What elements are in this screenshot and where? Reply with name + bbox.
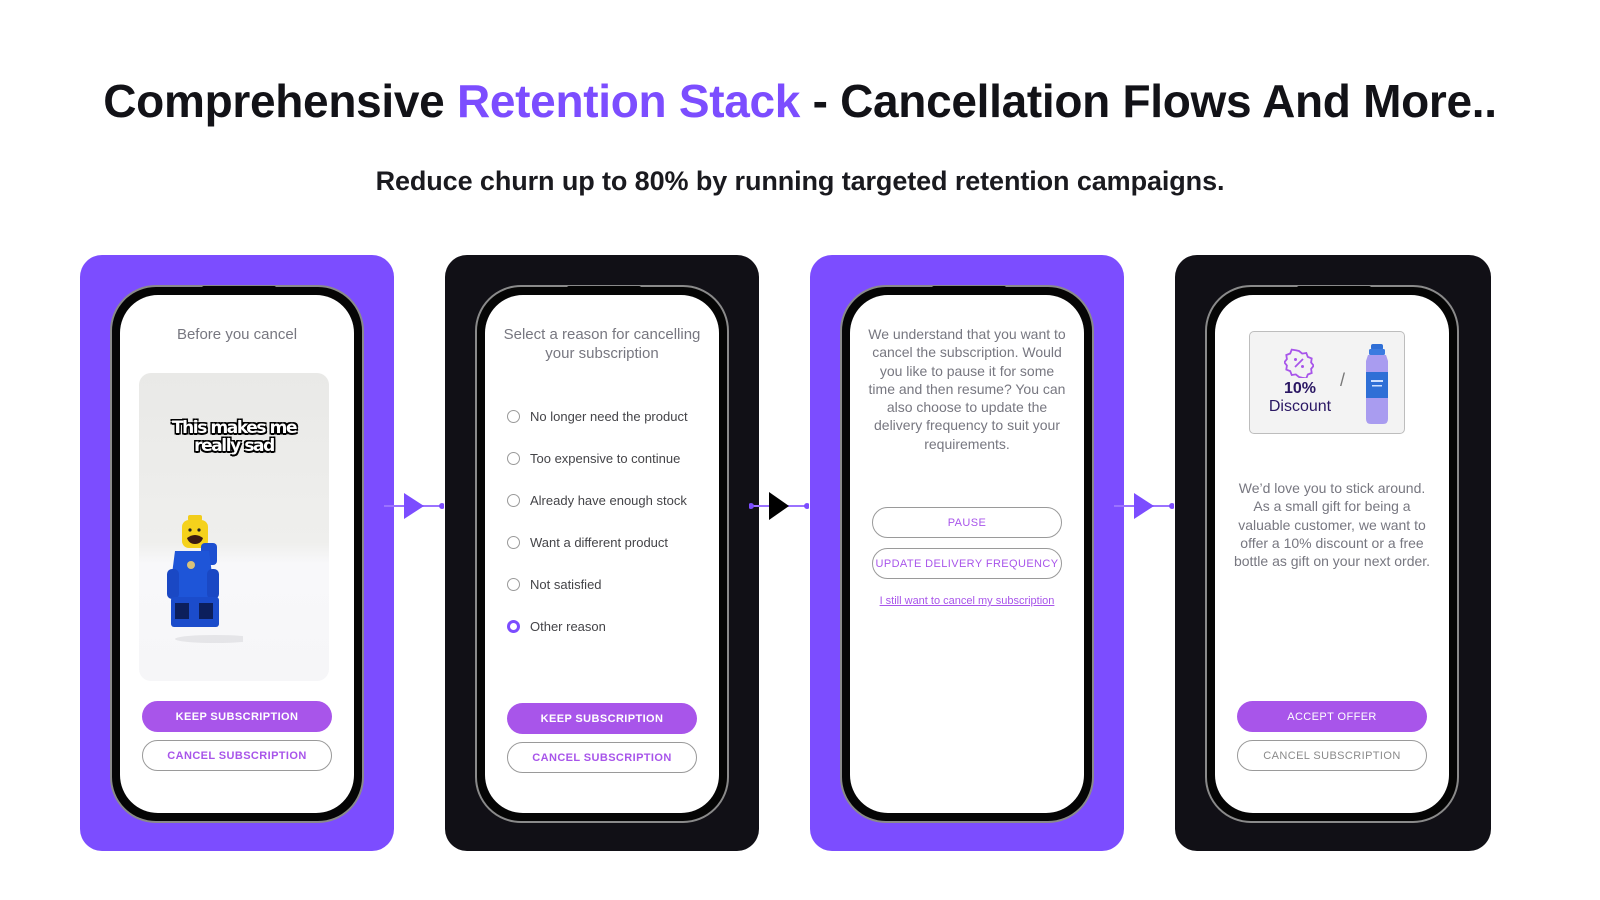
cancel-subscription-button[interactable]: CANCEL SUBSCRIPTION <box>142 740 332 771</box>
reason-radio-group: No longer need the product Too expensive… <box>507 395 709 647</box>
radio-button[interactable] <box>507 451 520 465</box>
phone-screen: Before you cancel This makes me really s… <box>120 295 354 813</box>
pause-button[interactable]: PAUSE <box>872 507 1062 538</box>
reason-option[interactable]: Already have enough stock <box>507 479 709 521</box>
phone-screen: Select a reason for cancelling your subs… <box>485 295 719 813</box>
water-bottle-icon <box>1366 344 1388 424</box>
cancel-subscription-button[interactable]: CANCEL SUBSCRIPTION <box>1237 740 1427 771</box>
discount-percent: 10% <box>1283 380 1317 397</box>
phone-mockup: Select a reason for cancelling your subs… <box>475 285 729 823</box>
title-suffix: - Cancellation Flows And More.. <box>800 75 1497 127</box>
step-card-before-you-cancel: Before you cancel This makes me really s… <box>80 255 394 851</box>
step-card-pause-offer: We understand that you want to cancel th… <box>810 255 1124 851</box>
screen-title: Select a reason for cancelling your subs… <box>503 326 701 362</box>
reason-option[interactable]: Want a different product <box>507 521 709 563</box>
discount-label: Discount <box>1268 398 1332 415</box>
reason-option-selected[interactable]: Other reason <box>507 605 709 647</box>
offer-message: We’d love you to stick around. As a smal… <box>1233 480 1431 570</box>
pause-message: We understand that you want to cancel th… <box>868 326 1066 452</box>
meme-image: This makes me really sad <box>139 373 329 681</box>
phone-screen: We understand that you want to cancel th… <box>850 295 1084 813</box>
phone-mockup: 10% Discount / We’d love you to stick ar… <box>1205 285 1459 823</box>
radio-button[interactable] <box>507 409 520 423</box>
cancel-subscription-button[interactable]: CANCEL SUBSCRIPTION <box>507 742 697 773</box>
keep-subscription-button[interactable]: KEEP SUBSCRIPTION <box>507 703 697 734</box>
keep-subscription-button[interactable]: KEEP SUBSCRIPTION <box>142 701 332 732</box>
meme-caption: This makes me really sad <box>171 418 298 456</box>
arrow-right-icon <box>749 492 809 520</box>
arrow-right-icon <box>1114 493 1174 519</box>
phone-screen: 10% Discount / We’d love you to stick ar… <box>1215 295 1449 813</box>
radio-button-checked[interactable] <box>507 619 520 633</box>
reason-option[interactable]: No longer need the product <box>507 395 709 437</box>
offer-image: 10% Discount / <box>1249 331 1405 434</box>
radio-button[interactable] <box>507 493 520 507</box>
screen-title: Before you cancel <box>176 326 298 343</box>
lego-figure-icon <box>167 515 243 643</box>
still-cancel-link[interactable]: I still want to cancel my subscription <box>879 595 1055 607</box>
step-card-discount-offer: 10% Discount / We’d love you to stick ar… <box>1175 255 1491 851</box>
percent-badge-icon <box>1284 348 1314 378</box>
accept-offer-button[interactable]: ACCEPT OFFER <box>1237 701 1427 732</box>
arrow-right-icon <box>384 493 444 519</box>
radio-button[interactable] <box>507 535 520 549</box>
title-accent: Retention Stack <box>456 75 801 127</box>
reason-option[interactable]: Too expensive to continue <box>507 437 709 479</box>
phone-mockup: We understand that you want to cancel th… <box>840 285 1094 823</box>
page-subtitle: Reduce churn up to 80% by running target… <box>375 166 1225 196</box>
step-card-cancel-reason: Select a reason for cancelling your subs… <box>445 255 759 851</box>
title-prefix: Comprehensive <box>103 75 457 127</box>
update-delivery-frequency-button[interactable]: UPDATE DELIVERY FREQUENCY <box>872 548 1062 579</box>
reason-option[interactable]: Not satisfied <box>507 563 709 605</box>
page-title: Comprehensive Retention Stack - Cancella… <box>0 74 1600 128</box>
phone-mockup: Before you cancel This makes me really s… <box>110 285 364 823</box>
offer-separator: / <box>1340 370 1346 390</box>
radio-button[interactable] <box>507 577 520 591</box>
